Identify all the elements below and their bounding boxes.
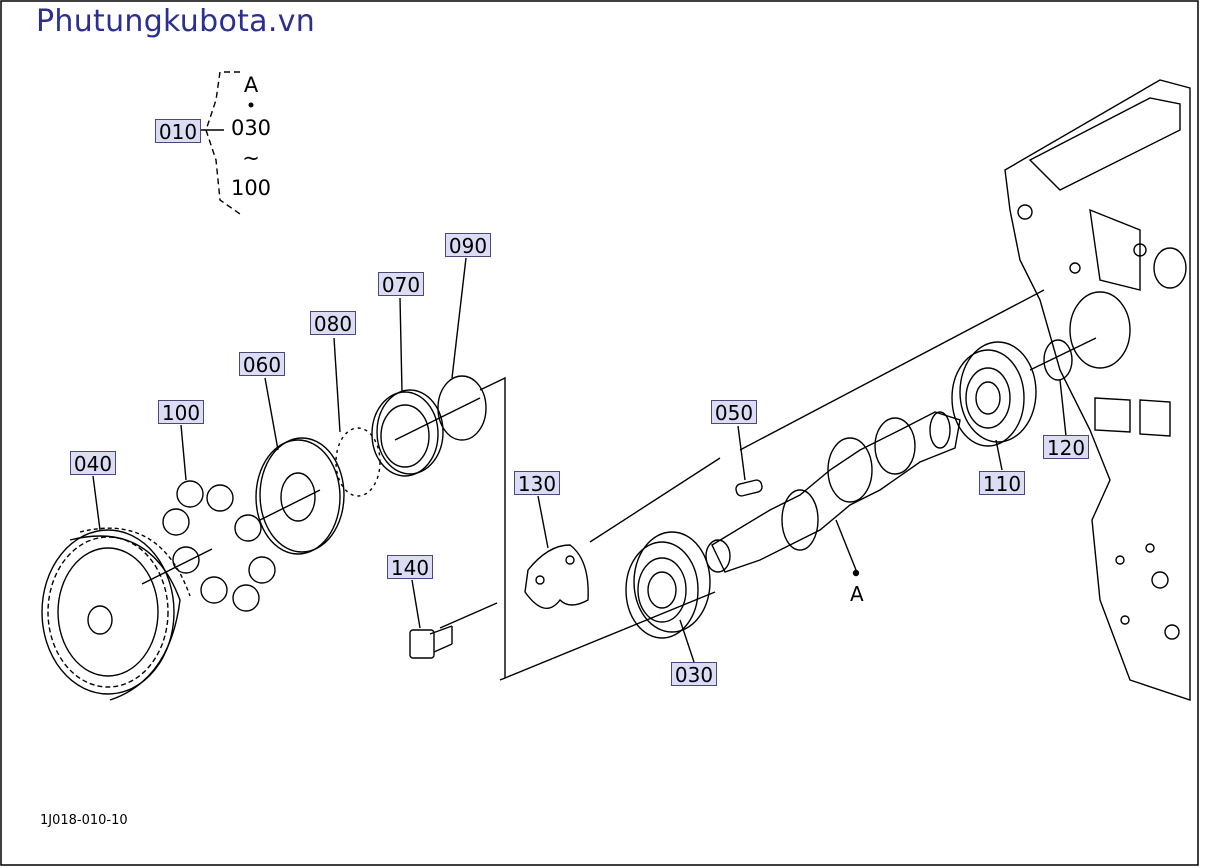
bearing-030	[625, 531, 711, 639]
callout-090[interactable]: 090	[445, 233, 491, 258]
callout-030[interactable]: 030	[671, 662, 717, 687]
bearing-110	[951, 341, 1037, 447]
callout-010[interactable]: 010	[155, 119, 201, 144]
callout-120[interactable]: 120	[1043, 435, 1089, 460]
callout-050[interactable]: 050	[711, 400, 757, 425]
callout-130[interactable]: 130	[514, 471, 560, 496]
legend-range-symbol: ~	[242, 146, 260, 170]
bolt-140	[409, 625, 453, 659]
callout-070[interactable]: 070	[378, 272, 424, 297]
callout-060[interactable]: 060	[239, 352, 285, 377]
gear-040	[41, 527, 213, 701]
ring-080	[335, 427, 381, 497]
circlip-120	[1043, 339, 1073, 381]
balls-100	[162, 480, 276, 612]
legend-range-start: 030	[230, 116, 272, 140]
figure-code: 1J018-010-10	[40, 813, 128, 828]
legend-ref-letter: A	[243, 73, 259, 97]
callout-100[interactable]: 100	[158, 400, 204, 425]
bracket-130	[524, 544, 589, 609]
washer-060	[255, 437, 345, 555]
site-watermark: Phutungkubota.vn	[36, 4, 316, 39]
callout-110[interactable]: 110	[979, 471, 1025, 496]
callout-040[interactable]: 040	[70, 451, 116, 476]
key-050	[735, 479, 763, 497]
seal-070	[371, 389, 481, 477]
callout-140[interactable]: 140	[387, 555, 433, 580]
crankcase-housing	[1004, 79, 1191, 701]
legend-range-end: 100	[230, 176, 272, 200]
ref-letter-a: A	[850, 582, 864, 606]
callout-080[interactable]: 080	[310, 311, 356, 336]
snap-ring-090	[437, 375, 487, 441]
camshaft	[705, 411, 961, 577]
